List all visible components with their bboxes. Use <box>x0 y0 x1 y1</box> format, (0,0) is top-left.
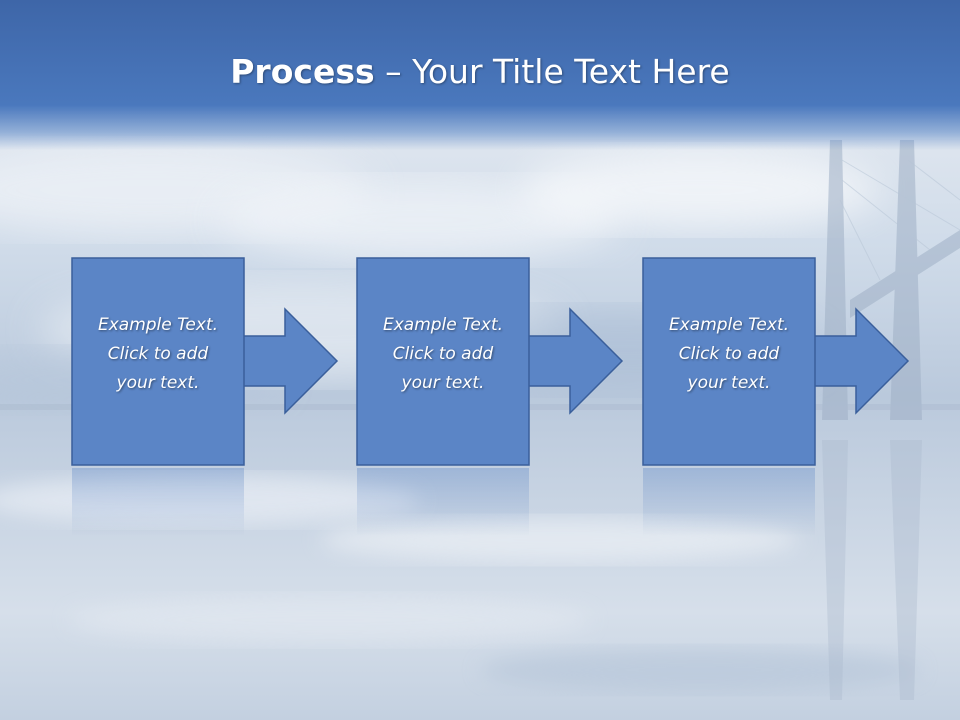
step-3-reflection <box>643 468 815 536</box>
step-3-text[interactable]: Example Text. Click to add your text. <box>643 311 815 398</box>
step-3-line3: your text. <box>687 373 771 393</box>
title-bold: Process <box>230 52 375 91</box>
step-1-line3: your text. <box>116 373 200 393</box>
slide-title[interactable]: Process – Your Title Text Here <box>0 52 960 91</box>
step-3-line1: Example Text. <box>668 315 790 335</box>
step-1-box[interactable] <box>71 257 245 466</box>
step-2-text[interactable]: Example Text. Click to add your text. <box>357 311 529 398</box>
step-1-line2: Click to add <box>107 344 209 364</box>
step-1-text[interactable]: Example Text. Click to add your text. <box>72 311 244 398</box>
title-bar <box>0 0 960 150</box>
step-2-reflection <box>357 468 529 536</box>
step-1-line1: Example Text. <box>97 315 219 335</box>
step-3-line2: Click to add <box>678 344 780 364</box>
step-2-line2: Click to add <box>392 344 494 364</box>
step-3-arrow <box>810 307 910 415</box>
step-2-arrow <box>524 307 624 415</box>
step-3-box[interactable] <box>642 257 816 466</box>
step-2-box[interactable] <box>356 257 530 466</box>
title-dash: – <box>374 52 413 91</box>
step-1-reflection <box>72 468 244 536</box>
step-2-line3: your text. <box>401 373 485 393</box>
step-2-line1: Example Text. <box>382 315 504 335</box>
step-1-arrow <box>239 307 339 415</box>
title-rest: Your Title Text Here <box>412 52 730 91</box>
